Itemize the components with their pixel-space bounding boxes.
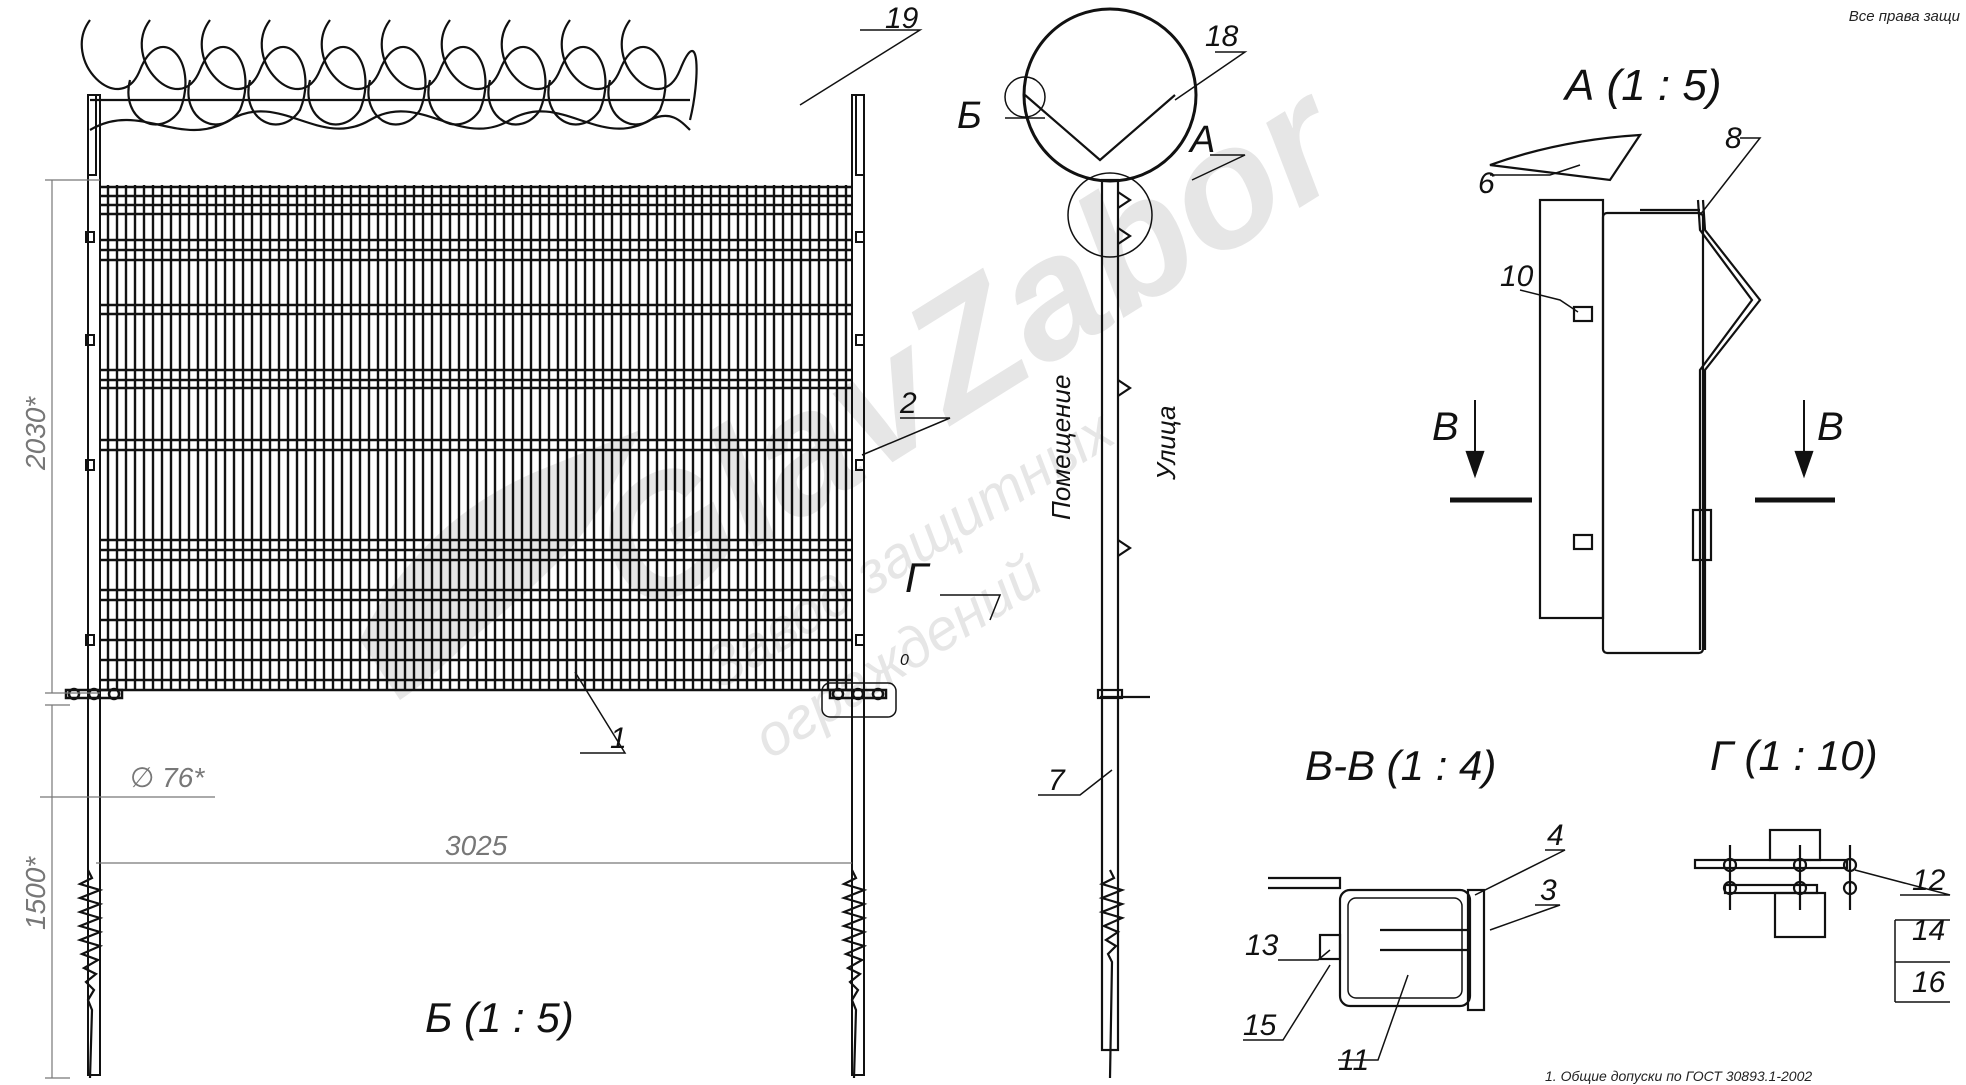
callout-numbers: 19 2 1 7 18 8 6 10 4 3 13 15 11 12 14 16: [610, 2, 1946, 1077]
callout-18: 18: [1205, 20, 1239, 53]
dim-height-panel: 2030*: [20, 396, 51, 471]
section-letter-v-left: В: [1432, 405, 1459, 449]
side-street-label: Улица: [1151, 406, 1181, 481]
section-letter-v-right: В: [1817, 405, 1844, 449]
mesh-vertical-wires: [106, 185, 848, 690]
dimensions-front: [40, 179, 852, 1079]
callout-12: 12: [1912, 864, 1946, 897]
callout-3: 3: [1540, 874, 1557, 907]
mesh-horizontal-wires: [100, 185, 852, 692]
callout-8: 8: [1725, 122, 1742, 155]
callout-14: 14: [1912, 914, 1945, 947]
section-letter-a: А: [1188, 119, 1215, 161]
view-title-g: Г (1 : 10): [1710, 732, 1878, 779]
dim-diameter: ∅ 76*: [130, 762, 205, 793]
callout-15: 15: [1243, 1009, 1277, 1042]
section-letter-b: Б: [957, 95, 982, 137]
callout-2: 2: [899, 387, 917, 420]
callout-16: 16: [1912, 966, 1946, 999]
callout-13: 13: [1245, 929, 1279, 962]
razor-wire: [80, 19, 698, 131]
dim-gap: 0: [900, 652, 909, 669]
callout-4: 4: [1547, 819, 1564, 852]
post-brackets: [85, 94, 865, 646]
view-title-a: А (1 : 5): [1562, 61, 1722, 110]
view-title-vv: В-В (1 : 4): [1305, 742, 1496, 789]
tolerance-note: 1. Общие допуски по ГОСТ 30893.1-2002: [1545, 1068, 1813, 1084]
callout-6: 6: [1478, 167, 1495, 200]
copyright-note: Все права защи: [1848, 8, 1960, 25]
callout-7: 7: [1048, 764, 1066, 797]
leader-lines: [574, 29, 1951, 1061]
screw-piles: [76, 869, 868, 1079]
detail-view-g: [1693, 828, 1858, 939]
view-title-b: Б (1 : 5): [425, 994, 574, 1041]
watermark-logo-shape: [360, 430, 640, 700]
callout-10: 10: [1500, 260, 1534, 293]
callout-1: 1: [610, 722, 627, 755]
detail-view-a: [1450, 133, 1835, 655]
side-view: [1004, 7, 1198, 1079]
base-plates: [64, 682, 897, 718]
callout-19: 19: [885, 2, 919, 35]
dim-width: 3025: [445, 830, 508, 861]
dim-height-post: 1500*: [20, 856, 51, 930]
section-letter-g: Г: [905, 554, 931, 601]
detail-view-vv: [1100, 695, 1486, 1012]
fence-panel: [64, 94, 897, 1079]
side-room-label: Помещение: [1046, 375, 1076, 520]
callout-11: 11: [1338, 1044, 1369, 1077]
